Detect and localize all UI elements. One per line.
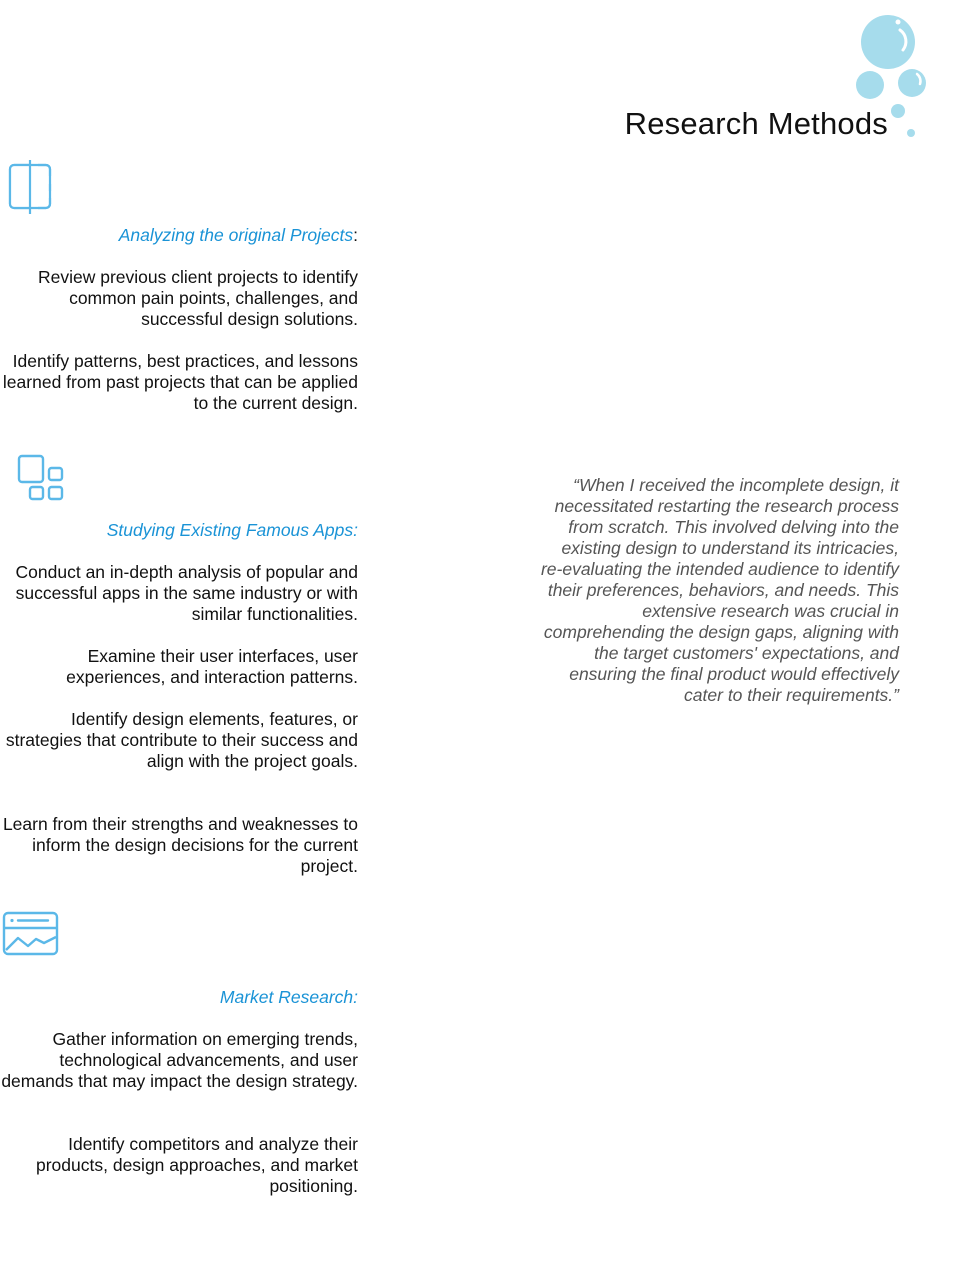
page-title: Research Methods [624,106,888,141]
section-paragraph: Examine their user interfaces, user expe… [66,646,358,687]
testimonial-quote: “When I received the incomplete design, … [540,475,899,705]
split-layout-icon [8,160,52,214]
section-analyzing-projects: Analyzing the original Projects: Review … [0,0,358,420]
section-paragraph: Gather information on emerging trends, t… [1,1029,358,1091]
section-studying-apps: Studying Existing Famous Apps: Conduct a… [0,0,358,890]
section-paragraph: Review previous client projects to ident… [37,267,358,329]
bubbles-decoration-icon [856,15,926,137]
section-heading: Market Research: [219,987,358,1007]
section-paragraph: Identify patterns, best practices, and l… [2,351,358,413]
section-market-research: Market Research: Gather information on e… [0,0,358,1200]
section-paragraph: Learn from their strengths and weaknesse… [2,814,358,876]
section-paragraph: Identify competitors and analyze their p… [36,1134,358,1196]
section-heading: Analyzing the original Projects: [118,225,358,245]
app-grid-icon [17,454,64,501]
section-paragraph: Conduct an in-depth analysis of popular … [15,562,358,624]
browser-chart-icon [2,911,59,956]
section-heading: Studying Existing Famous Apps: [106,520,358,540]
section-paragraph: Identify design elements, features, or s… [5,709,358,771]
